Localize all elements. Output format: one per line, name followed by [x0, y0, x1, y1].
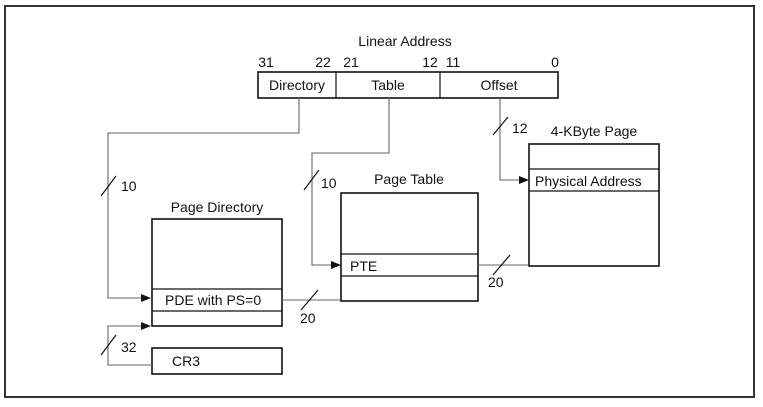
- pte-width-slash: [492, 254, 511, 276]
- cr3-label: CR3: [172, 353, 200, 369]
- bit-label-21: 21: [343, 54, 359, 70]
- bit-label-11: 11: [446, 54, 461, 70]
- pde-width-label: 20: [300, 310, 316, 326]
- page-directory-title: Page Directory: [171, 199, 264, 215]
- field-directory: Directory: [269, 77, 325, 93]
- directory-width-label: 10: [121, 178, 137, 194]
- table-width-label: 10: [321, 175, 337, 191]
- page-title: 4-KByte Page: [551, 123, 638, 139]
- offset-width-label: 12: [512, 120, 528, 136]
- field-table: Table: [371, 77, 405, 93]
- pte-entry: PTE: [350, 258, 377, 274]
- directory-width-slash: [100, 175, 117, 197]
- linear-address-register: Directory Table Offset: [257, 71, 559, 99]
- cr3-width-label: 32: [121, 339, 137, 355]
- pte-width-label: 20: [488, 274, 504, 290]
- physical-address-entry: Physical Address: [535, 173, 642, 189]
- cr3-width-slash: [100, 334, 117, 356]
- bit-label-31: 31: [258, 54, 274, 70]
- page-table-title: Page Table: [374, 171, 444, 187]
- page-directory-box: PDE with PS=0: [151, 218, 283, 327]
- cr3-register: CR3: [151, 347, 283, 375]
- offset-width-slash: [492, 116, 509, 136]
- table-width-slash: [303, 169, 320, 191]
- field-offset: Offset: [480, 77, 517, 93]
- pde-entry: PDE with PS=0: [165, 292, 261, 308]
- directory-to-pde-wire: [107, 98, 300, 302]
- offset-to-page-wire: [499, 98, 529, 184]
- page-box: Physical Address: [528, 143, 660, 267]
- pde-width-slash: [300, 289, 319, 311]
- bit-label-22: 22: [315, 54, 331, 70]
- page-table-box: PTE: [340, 192, 479, 302]
- bit-label-12: 12: [422, 54, 438, 70]
- linear-address-title: Linear Address: [358, 33, 451, 49]
- table-to-pte-wire: [311, 98, 390, 269]
- bit-label-0: 0: [551, 54, 559, 70]
